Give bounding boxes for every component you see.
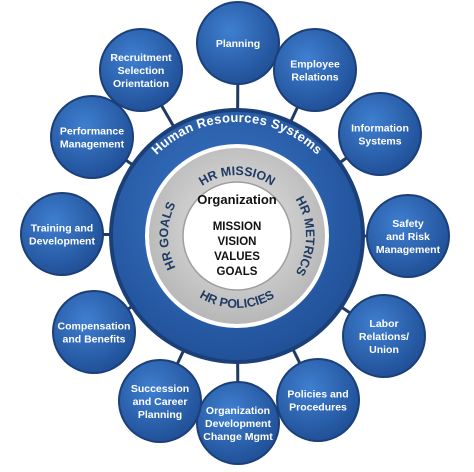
node-label-line: Planning — [216, 38, 260, 50]
node-circle — [52, 97, 132, 177]
node-label-line: and Career — [133, 396, 188, 408]
central-hub: Human Resources Systems HR MISSION HR PO… — [109, 108, 365, 364]
node-label-line: Relations — [291, 72, 338, 84]
node-circle — [120, 361, 200, 441]
node-label-line: Labor — [369, 318, 398, 330]
node-circle — [198, 383, 278, 463]
node-circle — [340, 94, 420, 174]
node-label-line: Recruitment — [110, 52, 172, 64]
node-circle — [54, 292, 134, 372]
core-title: Organization — [197, 192, 277, 207]
node-label-line: Training and — [31, 223, 93, 235]
node-label-line: Relations/ — [359, 331, 409, 343]
node-label-line: and Benefits — [62, 334, 125, 346]
node-label-line: Procedures — [289, 402, 347, 414]
node-label-line: Selection — [118, 65, 165, 77]
node-label-line: Policies and — [287, 389, 348, 401]
node-label-line: Employee — [290, 59, 340, 71]
node-circle — [275, 30, 355, 110]
node-label-line: Change Mgmt — [203, 431, 273, 443]
node-label-line: Compensation — [58, 321, 131, 333]
node-label-line: Planning — [138, 409, 182, 421]
node-circle — [344, 296, 424, 376]
node-label-line: and Risk — [386, 231, 430, 243]
core-items: MISSION VISION VALUES GOALS — [213, 221, 262, 278]
node-label-line: Succession — [131, 383, 189, 395]
core-item: VISION — [218, 236, 257, 248]
hub-core — [182, 181, 292, 291]
node-label-line: Development — [205, 418, 271, 430]
core-item: VALUES — [214, 251, 260, 263]
hr-function-nodes: PlanningEmployeeRelationsInformationSyst… — [20, 1, 450, 465]
node-planning: Planning — [196, 1, 280, 85]
node-circle — [198, 3, 278, 83]
node-label-line: Management — [60, 139, 125, 151]
node-label-line: Safety — [392, 218, 424, 230]
node-label-line: Union — [369, 344, 399, 356]
node-circle — [278, 360, 358, 440]
node-circle — [101, 30, 181, 110]
core-item: GOALS — [217, 266, 258, 278]
node-label-line: Management — [376, 244, 441, 256]
node-label-line: Systems — [358, 136, 401, 148]
node-circle — [22, 194, 102, 274]
node-label-line: Performance — [60, 126, 124, 138]
core-item: MISSION — [213, 221, 262, 233]
band-label-goals: HR GOALS — [157, 200, 179, 273]
node-label-line: Information — [351, 123, 409, 135]
node-label-line: Orientation — [113, 78, 169, 90]
node-circle — [368, 196, 448, 276]
node-label-line: Development — [29, 236, 95, 248]
node-label-line: Organization — [206, 405, 270, 417]
